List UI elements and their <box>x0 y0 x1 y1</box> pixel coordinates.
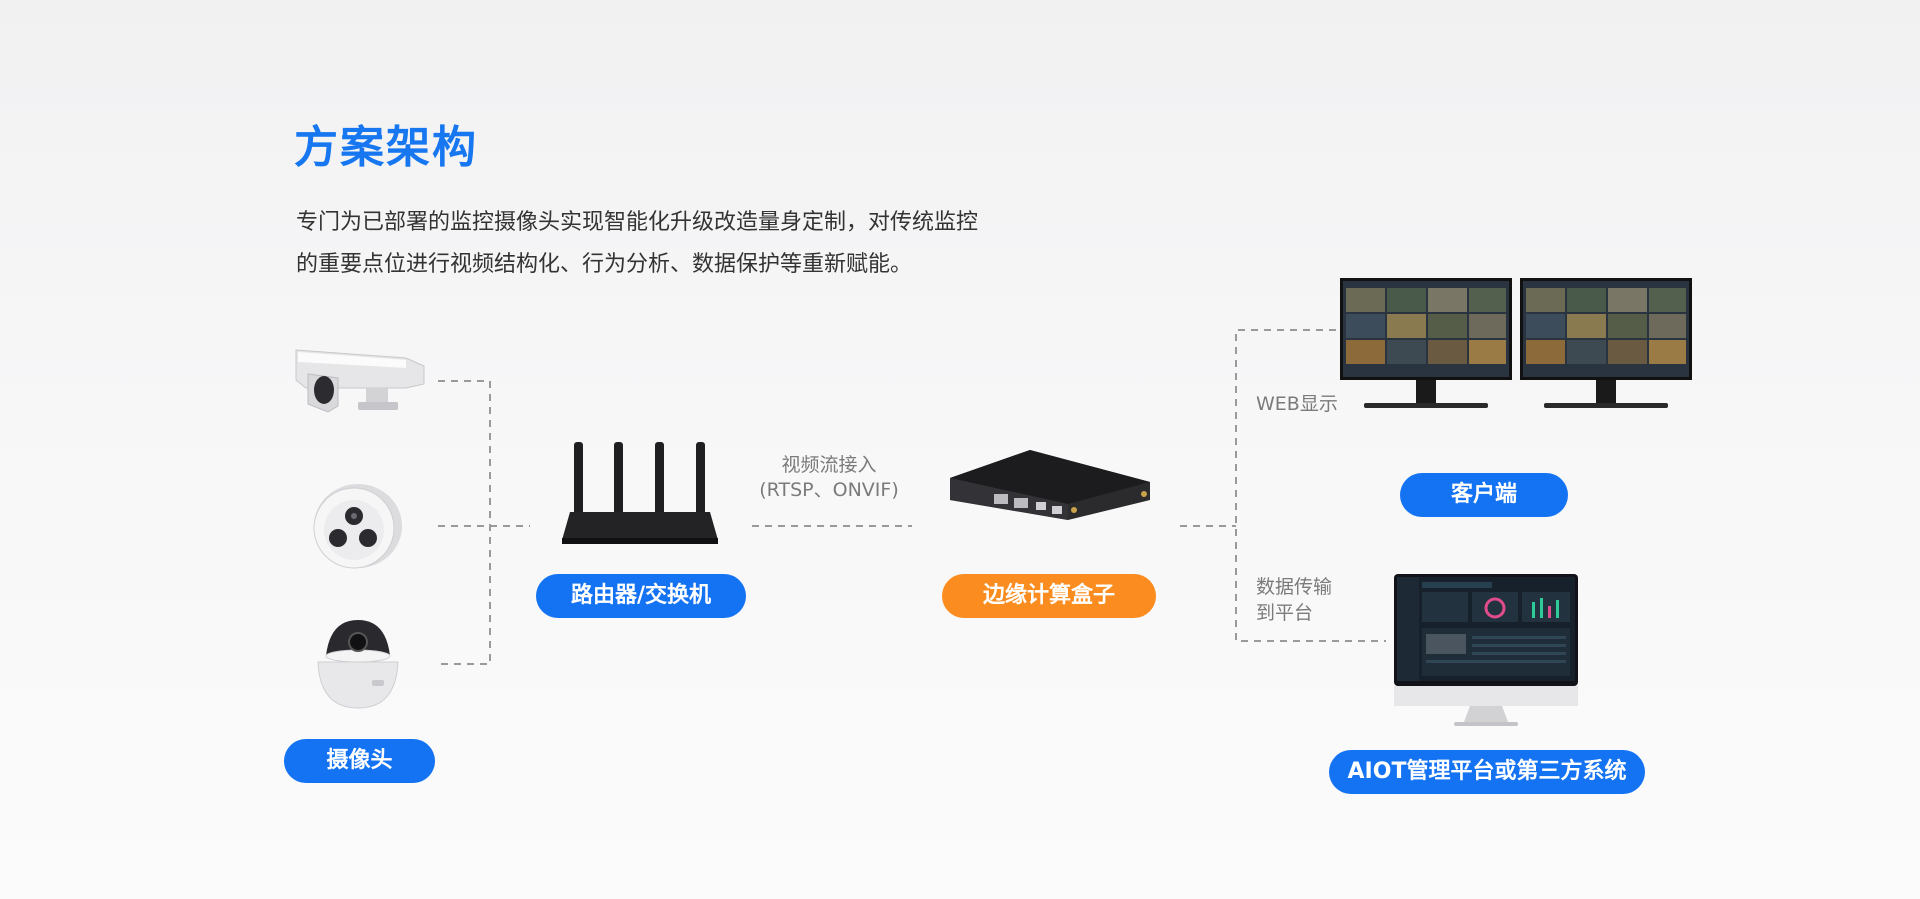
ptz-dome-camera-icon <box>317 620 399 709</box>
camera-connector <box>438 380 491 665</box>
monitor-icon <box>1340 278 1512 408</box>
outputs-connector <box>1235 329 1386 642</box>
router-icon <box>562 442 718 544</box>
bullet-camera-icon <box>295 349 425 413</box>
router-node-label: 路由器/交换机 <box>536 574 746 618</box>
data-transfer-label-line-2: 到平台 <box>1256 602 1314 624</box>
stream-label-line-1: 视频流接入 <box>781 454 877 476</box>
imac-icon <box>1394 574 1578 726</box>
data-transfer-label-line-1: 数据传输 <box>1256 576 1333 598</box>
description-line-2: 的重要点位进行视频结构化、行为分析、数据保护等重新赋能。 <box>296 252 913 277</box>
edge-box-icon <box>950 450 1150 520</box>
stream-label-line-2: (RTSP、ONVIF) <box>759 479 899 501</box>
dome-camera-icon <box>313 484 402 569</box>
monitor-icon <box>1520 278 1692 408</box>
page-title: 方案架构 <box>294 122 478 173</box>
client-node-label: 客户端 <box>1400 473 1568 517</box>
camera-node-label: 摄像头 <box>284 739 435 783</box>
edge-box-node-label: 边缘计算盒子 <box>942 574 1156 618</box>
description-line-1: 专门为已部署的监控摄像头实现智能化升级改造量身定制，对传统监控 <box>296 210 979 235</box>
web-display-label: WEB显示 <box>1256 393 1338 415</box>
platform-node-label: AIOT管理平台或第三方系统 <box>1329 750 1645 794</box>
